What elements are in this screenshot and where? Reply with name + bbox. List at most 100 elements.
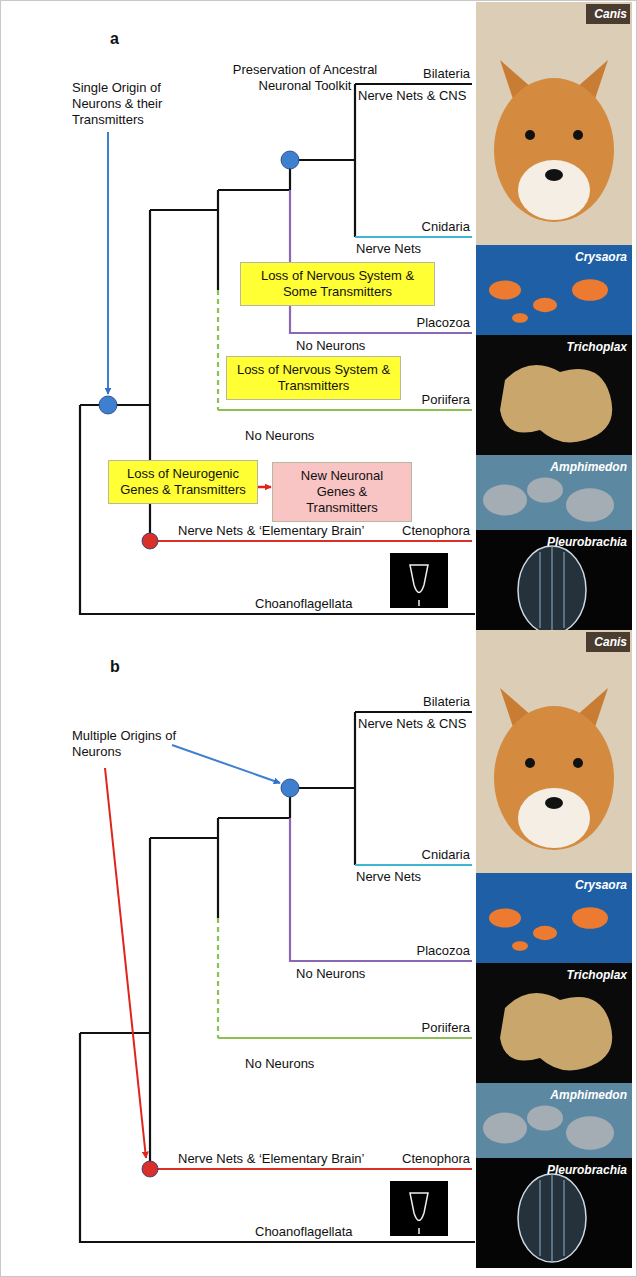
- clade-name: Cnidaria: [422, 219, 470, 235]
- branch-line: [150, 209, 218, 211]
- jellyfish-bell: [533, 298, 557, 312]
- photo-tag-ground: [586, 4, 630, 24]
- genus-tag: Canis: [594, 635, 627, 649]
- sponge-body: [483, 1113, 527, 1144]
- ctenophore-photo: [476, 530, 632, 640]
- trait-label: No Neurons: [296, 966, 365, 982]
- dog-muzzle: [518, 788, 590, 848]
- branch-line: [218, 817, 290, 819]
- jellyfish-bell: [512, 941, 528, 951]
- genus-tag: Canis: [594, 7, 627, 21]
- branch-line: [354, 712, 356, 865]
- clade-name: Poriifera: [422, 392, 470, 408]
- jellyfish-bell: [489, 908, 521, 927]
- genus-tag: Crysaora: [575, 878, 627, 892]
- trait-label: Nerve Nets & CNS: [358, 88, 466, 104]
- clade-name: Placozoa: [417, 943, 470, 959]
- box-text: New Neuronal Genes & Transmitters: [280, 468, 404, 516]
- clade-name: Choanoflagellata: [255, 596, 353, 612]
- pointer-arrow: [107, 132, 109, 394]
- genus-tag: Trichoplax: [567, 340, 627, 354]
- branch-line: [150, 1168, 472, 1170]
- trait-label: Nerve Nets: [356, 241, 421, 257]
- clade-name: Bilateria: [423, 66, 470, 82]
- branch-line: [149, 838, 151, 1169]
- clade-name: Poriifera: [422, 1020, 470, 1036]
- sponge-body: [527, 1105, 563, 1130]
- branch-line: [218, 189, 290, 191]
- clade-name: Choanoflagellata: [255, 1224, 353, 1240]
- sponge-body: [527, 477, 563, 502]
- trait-label: Nerve Nets & ‘Elementary Brain’: [178, 1151, 364, 1167]
- trichoplax-photo: [476, 963, 632, 1083]
- branch-line: [290, 787, 355, 789]
- ctenophore-body: [518, 546, 586, 634]
- branch-line: [217, 918, 219, 1038]
- genus-tag: Amphimedon: [550, 460, 627, 474]
- branch-line: [355, 236, 472, 238]
- trait-label: Nerve Nets: [356, 869, 421, 885]
- branch-line: [150, 837, 218, 839]
- origin-dot: [281, 779, 299, 797]
- dog-photo: [476, 630, 632, 873]
- dog-head: [494, 78, 614, 222]
- sponge-body: [566, 488, 614, 522]
- box-text: Loss of Nervous System & Transmitters: [234, 362, 393, 394]
- origin-dot: [99, 396, 117, 414]
- choanoflagellate-cell: [410, 565, 428, 606]
- clade-name: Placozoa: [417, 315, 470, 331]
- trichoplax-body: [500, 993, 612, 1070]
- branch-line: [150, 540, 472, 542]
- tree-panel: [80, 630, 632, 1268]
- annotation: Multiple Origins of Neurons: [72, 728, 182, 760]
- sponge-body: [483, 485, 527, 516]
- sponge-body: [566, 1116, 614, 1150]
- choanoflagellate-photo: [390, 553, 448, 608]
- photo-tag-ground: [586, 632, 630, 652]
- loss-box: Loss of Nervous System & Some Transmitte…: [240, 262, 435, 306]
- pointer-arrow: [172, 745, 280, 783]
- jellyfish-bell: [512, 313, 528, 323]
- ctenophore-photo: [476, 1158, 632, 1268]
- genus-tag: Amphimedon: [550, 1088, 627, 1102]
- branch-line: [217, 190, 219, 290]
- box-text: Loss of Nervous System & Some Transmitte…: [248, 268, 427, 300]
- choanoflagellate-cell: [410, 1193, 428, 1234]
- branch-line: [217, 290, 219, 410]
- dog-eye: [525, 758, 535, 768]
- clade-name: Ctenophora: [402, 1151, 470, 1167]
- comb-rows: [540, 1174, 564, 1262]
- clade-name: Cnidaria: [422, 847, 470, 863]
- trait-label: No Neurons: [296, 338, 365, 354]
- branch-line: [217, 818, 219, 918]
- jellyfish-photo: [476, 873, 632, 963]
- panel-letter: b: [110, 658, 120, 676]
- branch-line: [355, 83, 472, 85]
- loss-box: Loss of Neurogenic Genes & Transmitters: [108, 460, 258, 504]
- jellyfish-bell: [533, 926, 557, 940]
- trait-label: Nerve Nets & ‘Elementary Brain’: [178, 523, 364, 539]
- genus-tag: Pleurobrachia: [547, 1163, 627, 1177]
- origin-dot: [281, 151, 299, 169]
- clade-name: Ctenophora: [402, 523, 470, 539]
- branch-line: [218, 1037, 472, 1039]
- choanoflagellate-photo: [390, 1181, 448, 1236]
- genus-tag: Trichoplax: [567, 968, 627, 982]
- branch-line: [80, 1032, 150, 1034]
- dog-muzzle: [518, 160, 590, 220]
- clade-name: Bilateria: [423, 694, 470, 710]
- dog-head: [494, 706, 614, 850]
- trait-label: Nerve Nets & CNS: [358, 716, 466, 732]
- branch-line: [80, 1033, 475, 1242]
- gain-box: New Neuronal Genes & Transmitters: [272, 462, 412, 522]
- origin-dot: [142, 1161, 158, 1177]
- branch-line: [355, 711, 472, 713]
- genus-tag: Crysaora: [575, 250, 627, 264]
- sponge-photo: [476, 1083, 632, 1158]
- trait-label: No Neurons: [245, 1056, 314, 1072]
- branch-line: [218, 409, 472, 411]
- branch-line: [290, 818, 472, 961]
- tree-panel: [80, 2, 632, 640]
